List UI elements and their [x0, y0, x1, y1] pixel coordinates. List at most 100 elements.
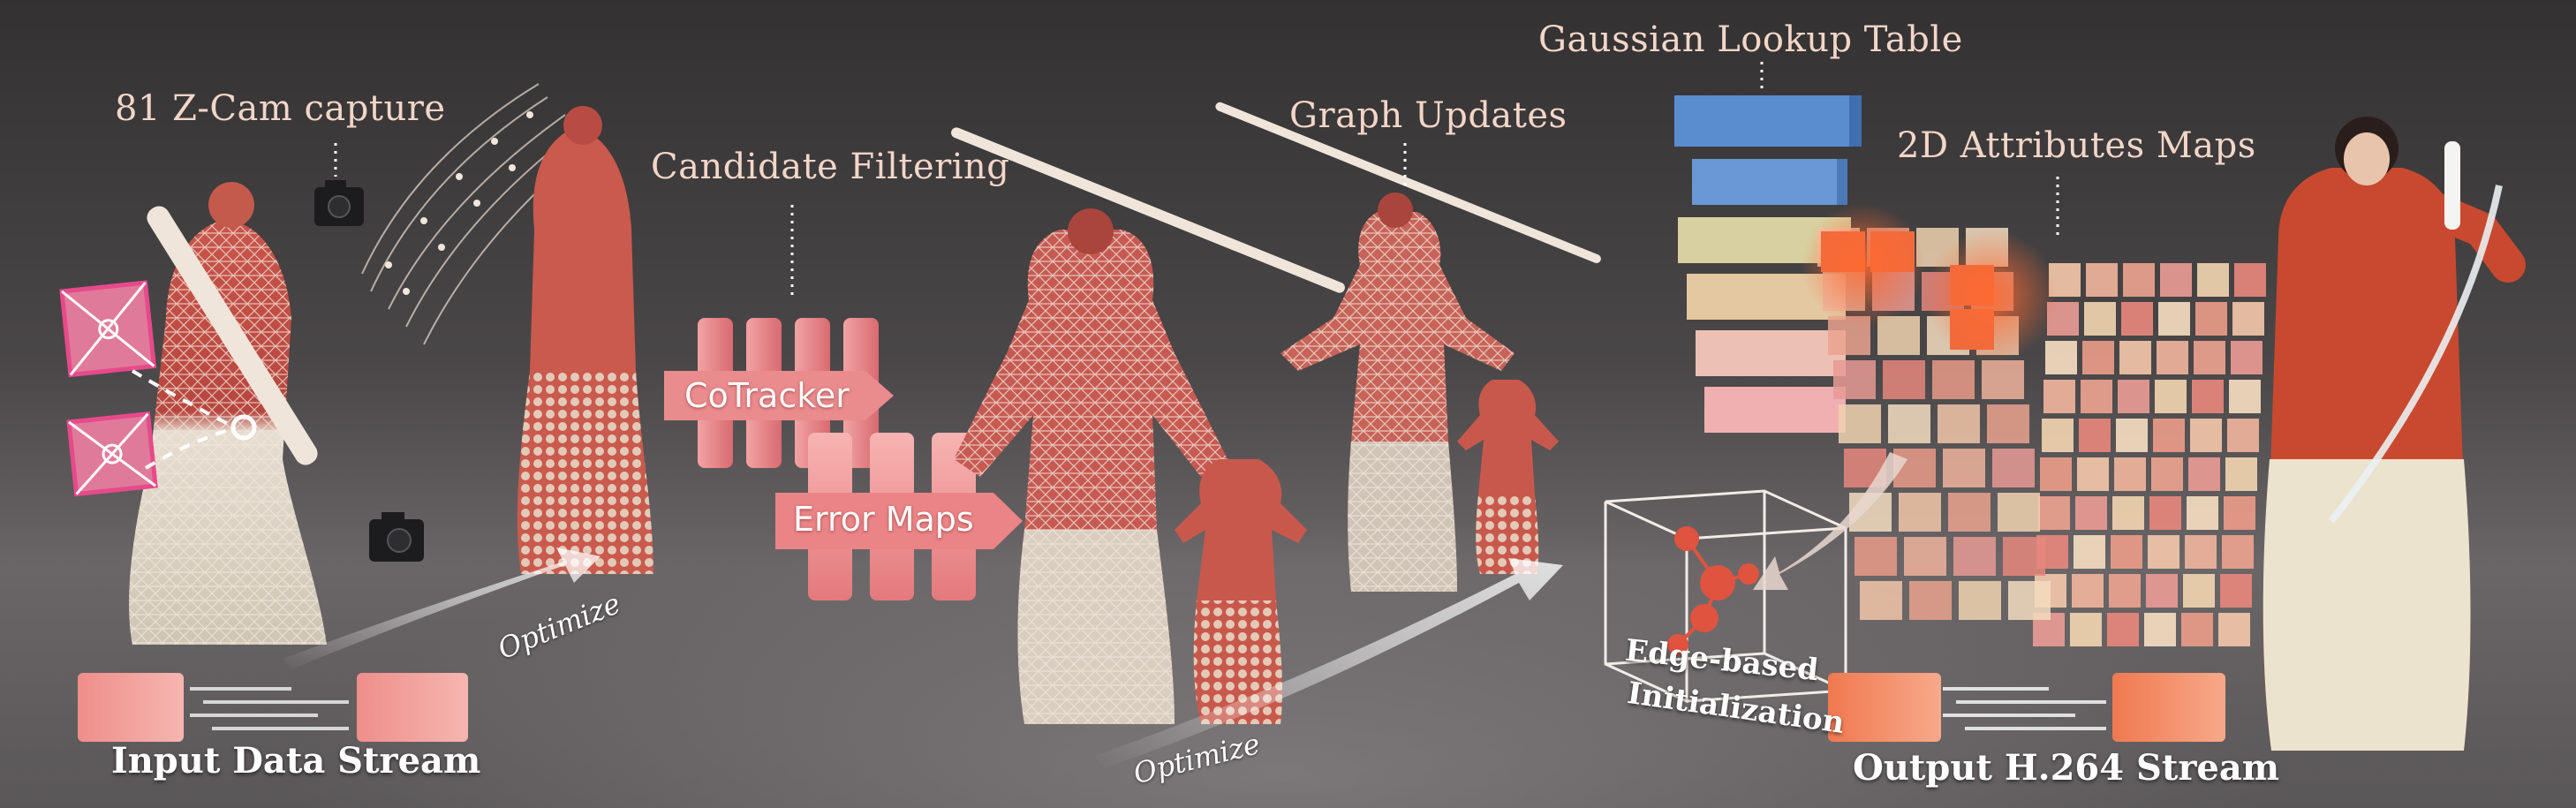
attribute-map-tile	[2160, 263, 2192, 297]
attribute-map-tile	[2188, 457, 2220, 491]
attribute-map-tile	[2185, 535, 2217, 569]
attribute-map-tile	[2148, 535, 2179, 569]
input-stream-block	[78, 673, 468, 742]
error-maps-label: Error Maps	[793, 500, 974, 539]
attribute-map-tile	[1943, 449, 1985, 487]
attribute-map-tile	[2192, 380, 2224, 413]
attribute-map-tile	[2086, 263, 2118, 297]
attribute-map-tile	[2043, 380, 2075, 413]
attribute-map-tile	[2225, 457, 2257, 491]
attribute-map-tile	[2038, 496, 2070, 530]
attribute-map-tile	[2111, 535, 2142, 569]
attribute-map-tile	[2232, 302, 2264, 336]
cotracker-label: CoTracker	[684, 376, 850, 415]
attribute-map-tile	[2045, 341, 2077, 374]
attribute-map-tile	[2194, 341, 2225, 374]
attribute-map-tile	[1992, 449, 2035, 487]
attribute-map-tile	[2072, 574, 2104, 608]
attribute-map-tile	[2190, 419, 2222, 452]
attribute-map-tile	[2070, 613, 2102, 646]
attribute-map-tile	[2181, 613, 2213, 646]
attribute-map-tile	[2123, 263, 2155, 297]
attribute-map-tile	[2187, 496, 2218, 530]
output-stream-label: Output H.264 Stream	[1853, 747, 2280, 789]
attribute-map-tile	[2079, 419, 2111, 452]
attribute-map-tile	[2222, 535, 2254, 569]
attribute-map-tile	[2157, 341, 2188, 374]
attribute-map-tile	[2081, 380, 2112, 413]
error-map-blocks	[775, 433, 1023, 600]
attribute-map-tile	[1959, 581, 2001, 620]
attribute-map-tile	[2229, 380, 2261, 413]
arrow-icon	[1095, 558, 1563, 768]
attribute-map-tile	[1833, 360, 1876, 399]
highlight-glow	[1802, 203, 1925, 327]
attribute-map-tile	[2118, 380, 2149, 413]
camera-view-thumbnails	[59, 280, 257, 497]
attribute-map-tile	[1888, 404, 1930, 443]
attribute-map-tile	[2119, 341, 2151, 374]
attribute-map-tile	[2195, 302, 2227, 336]
attribute-map-tile	[2107, 613, 2139, 646]
candidate-filtering-label: Candidate Filtering	[651, 147, 1010, 187]
attribute-map-tile	[1860, 581, 1902, 620]
attribute-map-tile	[2231, 341, 2262, 374]
attribute-map-tile	[1998, 493, 2040, 532]
arrow-icon	[1753, 452, 1907, 590]
attribute-map-tile	[2040, 457, 2072, 491]
attribute-map-tile	[2227, 419, 2259, 452]
attribute-map-tile	[2008, 581, 2051, 620]
highlight-glow	[1925, 230, 2058, 362]
attribute-map-tile	[1899, 493, 1941, 532]
capture-label: 81 Z-Cam capture	[115, 88, 446, 129]
input-stream-label: Input Data Stream	[111, 740, 481, 782]
attribute-map-tile	[2114, 457, 2146, 491]
attribute-map-tile	[2224, 496, 2255, 530]
camera-icon	[314, 180, 364, 226]
attribute-map-tile	[2121, 302, 2153, 336]
input-mesh-figure	[129, 182, 327, 645]
attribute-map-tile	[2183, 574, 2215, 608]
attribute-map-tile	[2112, 496, 2144, 530]
attribute-map-tile	[1855, 537, 1897, 576]
graph-mesh-figures	[951, 102, 1601, 724]
attribute-map-tile	[2220, 574, 2252, 608]
attribute-map-tile	[2151, 457, 2183, 491]
attribute-map-tile	[2218, 613, 2250, 646]
attribute-map-tile	[2075, 496, 2107, 530]
attribute-map-tile	[2116, 419, 2148, 452]
attribute-map-tile	[2158, 302, 2190, 336]
attribute-map-tile	[2003, 537, 2045, 576]
attribute-maps-label: 2D Attributes Maps	[1897, 125, 2256, 166]
attribute-map-tile	[1883, 360, 1925, 399]
arrow-icon	[283, 547, 601, 669]
attribute-map-tile	[2077, 457, 2109, 491]
attribute-map-tile	[2082, 341, 2114, 374]
attribute-map-tile	[1932, 360, 1975, 399]
camera-icon	[369, 512, 424, 562]
attribute-map-tile	[2153, 419, 2185, 452]
attribute-map-tile	[1982, 360, 2024, 399]
attribute-map-tile	[2084, 302, 2116, 336]
graph-updates-label: Graph Updates	[1289, 95, 1568, 136]
rendered-output-figure	[2262, 117, 2526, 751]
attribute-map-tile	[1948, 493, 1991, 532]
attribute-map-tile	[1938, 404, 1980, 443]
lookup-table-label: Gaussian Lookup Table	[1538, 19, 1963, 60]
gaussian-figure-1	[361, 83, 653, 574]
output-stream-block	[1828, 673, 2225, 742]
cotracker-blocks	[664, 318, 894, 468]
attribute-map-tile	[1904, 537, 1946, 576]
attribute-map-tile	[2074, 535, 2105, 569]
attribute-map-tile	[2144, 613, 2176, 646]
attribute-map-tile	[1987, 404, 2029, 443]
attribute-map-tile	[1909, 581, 1952, 620]
attribute-map-tile	[2109, 574, 2141, 608]
attribute-map-tile	[2155, 380, 2187, 413]
attribute-map-tile	[1953, 537, 1996, 576]
attribute-map-tile	[2197, 263, 2229, 297]
attribute-map-tile	[2234, 263, 2266, 297]
attribute-map-tile	[2149, 496, 2181, 530]
